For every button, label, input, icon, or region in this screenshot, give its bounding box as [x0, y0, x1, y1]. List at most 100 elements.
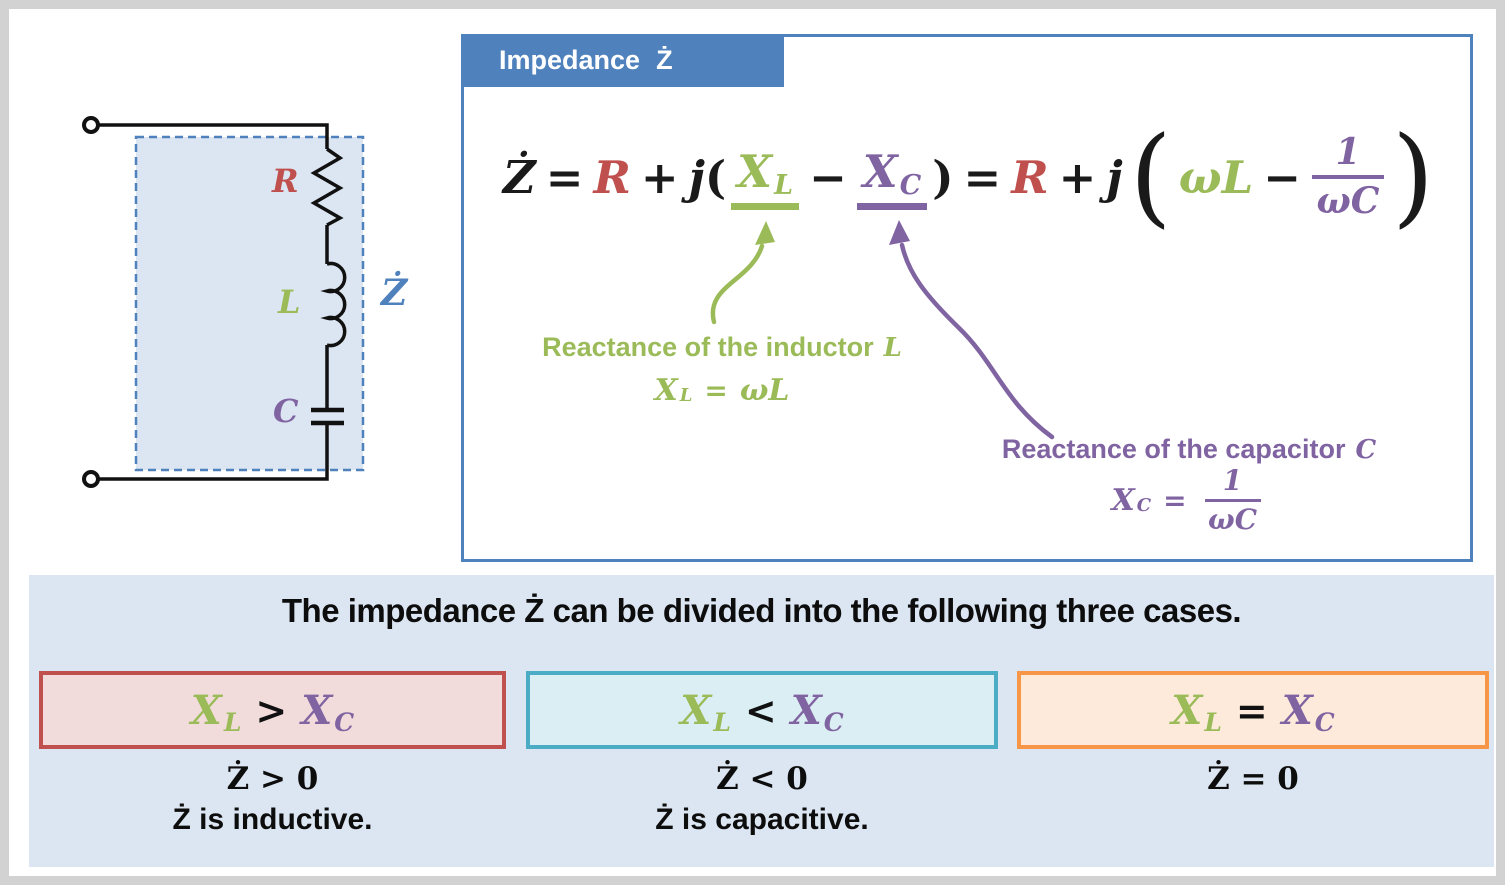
- formula-XC-sub: C: [899, 170, 922, 202]
- case-column-inductive: XL > XC Ż > 0 Ż is inductive.: [39, 671, 506, 837]
- formula-minus: −: [809, 150, 847, 204]
- xc-eq-den: ωC: [1208, 503, 1257, 537]
- case3-lhs: XL: [1171, 686, 1222, 737]
- capacitor-label: C: [273, 392, 299, 430]
- inductor-label: L: [278, 283, 301, 321]
- capacitor-pointer-arrow: [899, 242, 1055, 440]
- case3-rhs-base: X: [1281, 686, 1313, 734]
- formula-big-lparen: (: [1129, 114, 1172, 239]
- formula-equals2: =: [963, 150, 1002, 204]
- impedance-label: Ż: [381, 272, 408, 314]
- capacitor-note-var: C: [1355, 435, 1377, 465]
- impedance-panel: [461, 34, 1473, 562]
- case3-lhs-base: X: [1171, 686, 1203, 734]
- case3-operator: =: [1235, 687, 1268, 733]
- formula-lparen: (: [704, 150, 727, 204]
- xl-eq-op: =: [704, 374, 728, 407]
- case-column-capacitive: XL < XC Ż < 0 Ż is capacitive.: [526, 671, 998, 837]
- formula-big-rparen: ): [1392, 114, 1435, 239]
- impedance-boundary-box: [134, 135, 365, 472]
- case3-rhs-sub: C: [1314, 707, 1335, 737]
- xc-eq-op: =: [1163, 484, 1187, 518]
- case2-description: Ż is capacitive.: [655, 803, 869, 836]
- inductor-note-text: Reactance of the inductor: [542, 332, 874, 362]
- case3-rhs: XC: [1281, 686, 1335, 737]
- case2-lhs: XL: [680, 686, 731, 737]
- formula-j2: j: [1106, 150, 1123, 204]
- xl-eq-sub: L: [679, 385, 693, 407]
- formula-XL-sub: L: [774, 170, 794, 202]
- case2-operator: <: [744, 687, 777, 733]
- case1-rhs: XC: [301, 686, 355, 737]
- formula-fraction-denominator: ωC: [1316, 180, 1380, 222]
- case2-lhs-base: X: [680, 686, 712, 734]
- inductor-reactance-equation: X L = ωL: [467, 373, 977, 408]
- xc-eq-sub: C: [1136, 495, 1152, 517]
- xc-eq-base: X: [1111, 483, 1135, 519]
- case2-rhs: XC: [790, 686, 844, 737]
- xc-eq-fraction: 1 ωC: [1204, 464, 1261, 537]
- xl-eq-rhs: ωL: [739, 373, 790, 408]
- formula-z: Ż: [502, 150, 536, 204]
- capacitor-reactance-equation: X C = 1 ωC: [927, 464, 1451, 537]
- annotation-arrows: [710, 220, 1055, 440]
- case3-condition: Ż = 0: [1207, 761, 1299, 797]
- wire-top: [99, 123, 329, 149]
- case2-rhs-sub: C: [823, 707, 844, 737]
- formula-XL-base: X: [737, 144, 773, 198]
- formula-plus2: +: [1058, 150, 1097, 204]
- wire-bottom: [99, 425, 329, 481]
- formula-wL: ωL: [1178, 150, 1254, 204]
- case1-lhs: XL: [191, 687, 242, 737]
- case-box-xl-lt-xc: XL < XC: [526, 671, 998, 749]
- formula-fraction: 1 ωC: [1312, 130, 1384, 223]
- inductor-reactance-note: Reactance of the inductor L: [467, 331, 977, 364]
- terminal-top: [82, 116, 100, 134]
- case3-lhs-sub: L: [1204, 707, 1222, 737]
- case-box-xl-eq-xc: XL = XC: [1017, 671, 1489, 749]
- xc-eq-bar: [1204, 499, 1261, 503]
- case1-description: Ż is inductive.: [172, 803, 373, 836]
- inductor-pointer-arrow: [710, 243, 765, 325]
- formula-j: j: [688, 150, 705, 204]
- impedance-panel-title: Impedance Ż: [461, 34, 784, 87]
- formula-R2: R: [1011, 150, 1049, 204]
- impedance-title-symbol: Ż: [656, 45, 673, 75]
- formula-XL: XL: [731, 144, 800, 210]
- inductor-note-var: L: [883, 333, 902, 363]
- case1-operator: >: [255, 687, 288, 733]
- xl-eq-base: X: [654, 373, 678, 408]
- case1-condition: Ż > 0: [226, 761, 319, 797]
- case2-condition: Ż < 0: [716, 761, 808, 797]
- formula-equals: =: [545, 150, 584, 204]
- capacitor-arrowhead-icon: [889, 220, 910, 245]
- case-box-xl-gt-xc: XL > XC: [39, 671, 506, 749]
- resistor-label: R: [272, 162, 299, 200]
- impedance-title-text: Impedance: [499, 45, 641, 75]
- case2-rhs-base: X: [790, 686, 822, 734]
- resistor-symbol: [310, 147, 344, 227]
- case1-lhs-sub: L: [223, 707, 242, 737]
- case1-rhs-base: X: [301, 686, 333, 734]
- formula-minus2: −: [1263, 150, 1301, 204]
- capacitor-reactance-note: Reactance of the capacitor C: [927, 433, 1451, 466]
- case1-rhs-sub: C: [334, 707, 355, 737]
- three-cases-title: The impedance Ż can be divided into the …: [281, 592, 1242, 629]
- formula-XC: XC: [856, 144, 928, 210]
- terminal-bottom: [82, 470, 100, 488]
- impedance-formula: Ż = R + j ( XL − XC ) = R + j ( ωL − 1 ω…: [477, 107, 1457, 247]
- rlc-circuit-diagram: [82, 116, 365, 488]
- formula-R: R: [593, 150, 631, 204]
- capacitor-note-text: Reactance of the capacitor: [1001, 434, 1346, 464]
- formula-XC-base: X: [862, 144, 898, 198]
- formula-rparen: ): [932, 150, 954, 204]
- case2-lhs-sub: L: [713, 707, 731, 737]
- inductor-symbol: [320, 261, 347, 348]
- case-column-resonant: XL = XC Ż = 0: [1017, 671, 1489, 803]
- xc-eq-num: 1: [1222, 464, 1243, 497]
- inductor-arrowhead-icon: [755, 221, 775, 245]
- formula-fraction-bar: [1312, 175, 1384, 179]
- formula-fraction-numerator: 1: [1335, 130, 1361, 173]
- formula-plus: +: [640, 150, 679, 204]
